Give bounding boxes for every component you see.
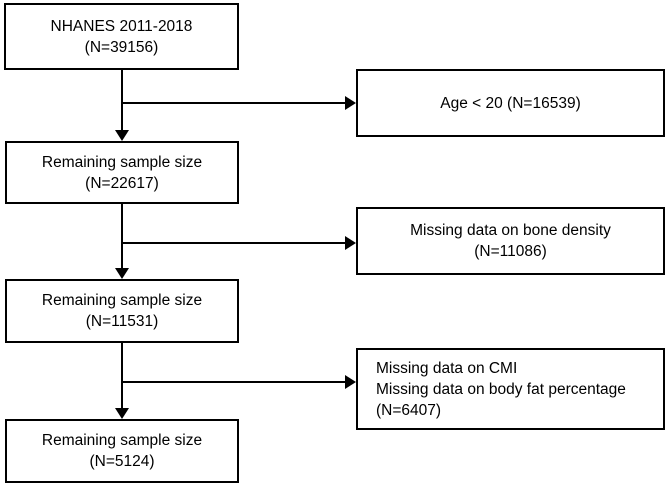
- box-text-line: (N=11531): [85, 313, 159, 330]
- box-text-line: NHANES 2011-2018: [50, 17, 193, 35]
- box-text-line: Missing data on body fat percentage: [376, 380, 626, 398]
- box-text-line: Missing data on CMI: [376, 359, 518, 377]
- box-text-line: (N=22617): [85, 174, 159, 192]
- box-text-line: Age < 20 (N=16539): [440, 94, 581, 112]
- box-text-line: Missing data on bone density: [410, 222, 611, 239]
- connector-branch-excluded-bone-density: [122, 236, 356, 250]
- box-text-line: Remaining sample size: [41, 432, 203, 449]
- box-text-line: (N=5124): [89, 453, 155, 470]
- flow-box-remaining-3: Remaining sample size (N=5124): [5, 419, 239, 483]
- flow-box-excluded-bone-density: Missing data on bone density (N=11086): [356, 207, 665, 275]
- box-text-line: (N=11086): [474, 243, 547, 260]
- box-text-line: Remaining sample size: [41, 292, 203, 309]
- connector-branch-excluded-age: [122, 96, 356, 110]
- flow-box-remaining-1: Remaining sample size (N=22617): [5, 141, 239, 204]
- flow-box-excluded-age: Age < 20 (N=16539): [356, 69, 665, 137]
- connector-nhanes-to-remaining1: [115, 70, 129, 141]
- connector-branch-excluded-cmi-bodyfat: [122, 375, 356, 389]
- connector-remaining2-to-remaining3: [115, 343, 129, 419]
- box-text-line: Remaining sample size: [41, 153, 203, 171]
- flow-box-nhanes-source: NHANES 2011-2018 (N=39156): [4, 3, 239, 70]
- box-text-line: (N=6407): [376, 401, 442, 419]
- box-text-line: (N=39156): [84, 38, 159, 56]
- connector-remaining1-to-remaining2: [115, 204, 129, 279]
- flow-box-excluded-cmi-bodyfat: Missing data on CMI Missing data on body…: [356, 348, 665, 430]
- flow-box-remaining-2: Remaining sample size (N=11531): [5, 279, 239, 343]
